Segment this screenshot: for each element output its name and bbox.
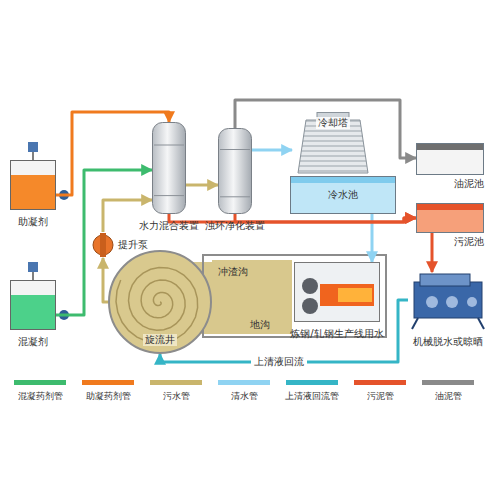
legend-text: 助凝药剂管 [86, 390, 131, 403]
node-shape [10, 160, 56, 210]
node-label: 冷却塔 [316, 117, 350, 129]
legend-swatch [422, 380, 474, 385]
node-label: 炼钢/轧钢生产线用水 [290, 328, 383, 340]
legend-item: 污泥管 [354, 380, 406, 404]
legend-swatch [150, 380, 202, 385]
legend-swatch [82, 380, 134, 385]
legend-text: 油泥管 [435, 390, 462, 403]
node-label: 冲渣沟 [218, 266, 248, 278]
process-node: 炼钢/轧钢生产线用水 [294, 262, 380, 322]
node-shape [152, 122, 186, 214]
node-shape [10, 280, 56, 330]
note-label: 地沟 [250, 318, 270, 332]
process-node: 冷水池 [290, 176, 396, 214]
node-label: 混凝剂 [18, 336, 48, 348]
process-node: 冷却塔 [292, 112, 374, 174]
process-node: 油泥池 [416, 143, 484, 175]
legend-item: 助凝药剂管 [82, 380, 134, 404]
node-label: 冷水池 [328, 189, 358, 201]
pipe [252, 149, 292, 152]
node-label: 旋流井 [143, 334, 177, 346]
dosing-pump [59, 190, 69, 320]
process-node: 助凝剂 [10, 160, 56, 210]
node-shape [92, 232, 114, 258]
process-node: 水力混合装置 [152, 122, 186, 214]
pipe [186, 184, 218, 187]
legend-item: 混凝药剂管 [14, 380, 66, 404]
legend-item: 污水管 [150, 380, 202, 404]
legend-item: 油泥管 [422, 380, 474, 404]
process-node: 混凝剂 [10, 280, 56, 330]
node-shape [416, 203, 484, 233]
process-node: 浊环净化装置 [218, 128, 252, 214]
legend-item: 清水管 [218, 380, 270, 404]
channel-frame [203, 255, 386, 337]
legend-text: 混凝药剂管 [18, 390, 63, 403]
legend-swatch [14, 380, 66, 385]
legend-item: 上清液回流管 [286, 380, 338, 404]
node-shape [416, 143, 484, 175]
process-node: 机械脱水或晾晒 [408, 272, 488, 330]
pipe [103, 258, 108, 302]
pipe [431, 233, 434, 272]
node-label: 浊环净化装置 [205, 220, 265, 232]
node-label: 水力混合装置 [139, 220, 199, 232]
legend-swatch [354, 380, 406, 385]
node-label: 污泥池 [454, 236, 484, 248]
legend-swatch [286, 380, 338, 385]
node-shape [294, 262, 380, 322]
process-node: 旋流井 [108, 250, 212, 354]
node-label: 助凝剂 [18, 216, 48, 228]
node-shape [218, 128, 252, 214]
process-node: 污泥池 [416, 203, 484, 233]
legend-text: 污泥管 [367, 390, 394, 403]
process-node: 提升泵 [92, 232, 114, 258]
node-label: 机械脱水或晾晒 [413, 336, 483, 348]
node-label: 油泥池 [454, 178, 484, 190]
legend-text: 污水管 [163, 390, 190, 403]
legend-text: 上清液回流管 [285, 390, 339, 403]
pipe-label: 上清液回流 [251, 355, 307, 369]
legend-swatch [218, 380, 270, 385]
node-label: 提升泵 [118, 239, 148, 251]
node-shape [408, 272, 488, 330]
legend-text: 清水管 [231, 390, 258, 403]
